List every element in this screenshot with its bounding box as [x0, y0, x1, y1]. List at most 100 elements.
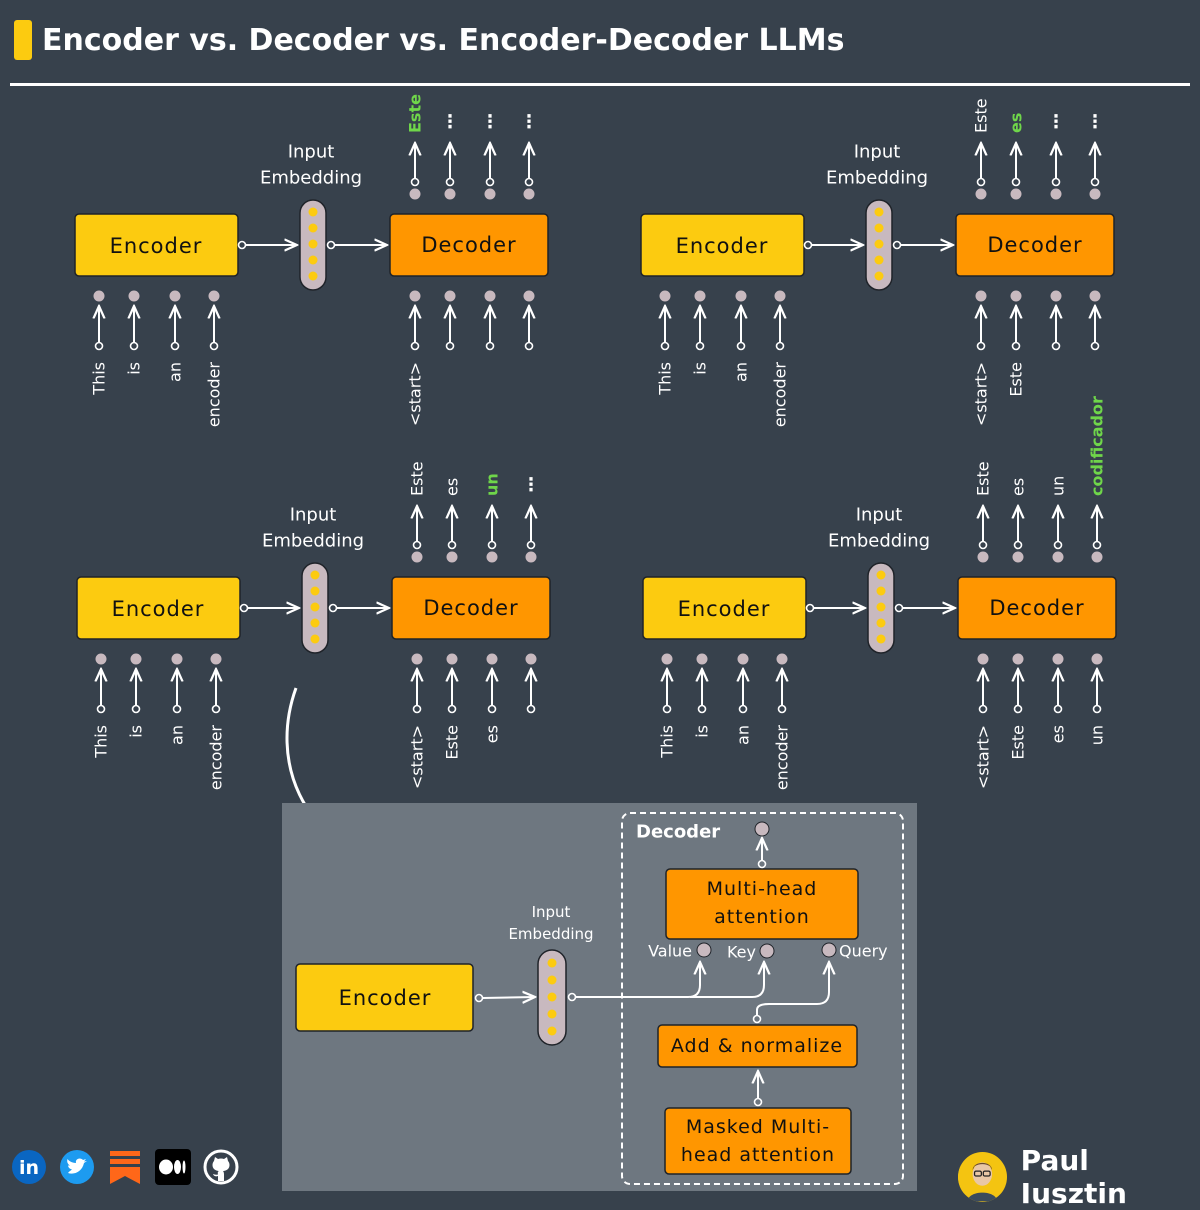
decoder-output-arrow-tail — [1053, 540, 1063, 550]
decoder-output-node — [1009, 187, 1023, 201]
encoder-input-token: an — [166, 362, 185, 382]
decoder-input-arrow-tail — [1011, 341, 1021, 351]
decoder-output-node — [485, 550, 499, 564]
decoder-label: Decoder — [421, 233, 516, 257]
encoder-input-arrow-tail — [777, 704, 787, 714]
decoder-input-token: <start> — [408, 725, 427, 789]
decoder-output-ellipsis: ⋮ — [522, 475, 540, 496]
substack-icon[interactable] — [106, 1148, 144, 1186]
masked-label-line1: Masked Multi- — [686, 1116, 830, 1138]
encoder-input-token: an — [734, 725, 753, 745]
arrow-tail — [239, 603, 249, 613]
arrow-tail — [328, 603, 338, 613]
decoder-input-arrow-tail — [1013, 704, 1023, 714]
decoder-output-arrow-tail — [1092, 540, 1102, 550]
encoder-input-node — [127, 289, 141, 303]
decoder-input-node — [408, 289, 422, 303]
encoder-input-arrow-tail — [131, 704, 141, 714]
decoder-input-token: es — [483, 725, 502, 743]
embedding-dot — [874, 207, 884, 217]
detail-embedding-label-line1: Input — [532, 903, 571, 921]
embedding-dot — [876, 602, 886, 612]
github-icon[interactable] — [202, 1148, 240, 1186]
decoder-input-node — [1051, 652, 1065, 666]
embedding-dot — [876, 618, 886, 628]
decoder-output-node — [483, 187, 497, 201]
title-accent-bar — [14, 20, 32, 60]
add-normalize-label: Add & normalize — [671, 1035, 843, 1057]
decoder-output-ellipsis: ⋮ — [481, 112, 499, 133]
embedding-dot — [876, 586, 886, 596]
decoder-input-arrow-tail — [1090, 341, 1100, 351]
embedding-dot — [308, 255, 318, 265]
embedding-dot — [547, 1026, 557, 1036]
decoder-block-outline — [621, 812, 904, 1185]
detail-encoder-box — [295, 963, 474, 1032]
detail-embedding-label-line2: Embedding — [508, 925, 593, 943]
decoder-input-arrow-tail — [524, 341, 534, 351]
decoder-input-arrow-tail — [445, 341, 455, 351]
decoder-output-arrow-tail — [1090, 177, 1100, 187]
decoder-input-node — [1090, 652, 1104, 666]
encoder-input-token: encoder — [773, 725, 792, 791]
embedding-dot — [876, 570, 886, 580]
decoder-output-arrow-tail — [485, 177, 495, 187]
decoder-input-node — [485, 652, 499, 666]
embedding-dot — [310, 586, 320, 596]
arrow-tail — [753, 1097, 763, 1107]
decoder-input-token: Este — [1009, 725, 1028, 760]
decoder-input-node — [522, 289, 536, 303]
encoder-input-node — [736, 652, 750, 666]
decoder-output-node — [976, 550, 990, 564]
twitter-icon[interactable] — [58, 1148, 96, 1186]
decoder-output-arrow-tail — [1011, 177, 1021, 187]
encoder-input-token: is — [127, 725, 146, 738]
decoder-input-arrow-tail — [487, 704, 497, 714]
arrow-tail — [567, 992, 577, 1002]
decoder-output-token: un — [1049, 476, 1068, 496]
author-signature: Paul Iusztin — [958, 1144, 1200, 1210]
encoder-input-token: is — [125, 362, 144, 375]
embedding-label-line1: Input — [856, 505, 903, 526]
decoder-input-token: <start> — [972, 362, 991, 426]
decoder-output-node — [1011, 550, 1025, 564]
decoder-input-token: Este — [443, 725, 462, 760]
encoder-input-arrow-tail — [129, 341, 139, 351]
decoder-input-node — [524, 652, 538, 666]
embedding-dot — [308, 239, 318, 249]
masked-label-line2: head attention — [681, 1144, 835, 1166]
detail-encoder-label: Encoder — [339, 986, 432, 1010]
encoder-input-node — [658, 289, 672, 303]
multi-head-attention-box — [665, 868, 859, 940]
predicted-token: Este — [406, 94, 425, 133]
decoder-output-arrow-tail — [524, 177, 534, 187]
arrow-tail — [805, 603, 815, 613]
encoder-input-node — [660, 652, 674, 666]
encoder-input-arrow-tail — [209, 341, 219, 351]
encoder-input-arrow-tail — [738, 704, 748, 714]
arrow-tail — [892, 240, 902, 250]
encoder-input-token: encoder — [207, 725, 226, 791]
embedding-dot — [310, 634, 320, 644]
medium-icon[interactable] — [154, 1148, 192, 1186]
mha-output-node — [754, 821, 770, 837]
encoder-input-arrow-tail — [170, 341, 180, 351]
decoder-output-node — [410, 550, 424, 564]
embedding-label-line2: Embedding — [828, 531, 930, 552]
decoder-output-arrow-tail — [526, 540, 536, 550]
encoder-input-arrow-tail — [172, 704, 182, 714]
decoder-input-node — [976, 652, 990, 666]
linkedin-icon[interactable]: in — [10, 1148, 48, 1186]
encoder-label: Encoder — [110, 234, 203, 258]
arrow-tail — [757, 859, 767, 869]
decoder-output-node — [1049, 187, 1063, 201]
encoder-input-node — [734, 289, 748, 303]
decoder-input-arrow-tail — [447, 704, 457, 714]
decoder-output-node — [974, 187, 988, 201]
embedding-label-line2: Embedding — [262, 531, 364, 552]
embedding-dot — [310, 570, 320, 580]
decoder-output-token: es — [1009, 478, 1028, 496]
